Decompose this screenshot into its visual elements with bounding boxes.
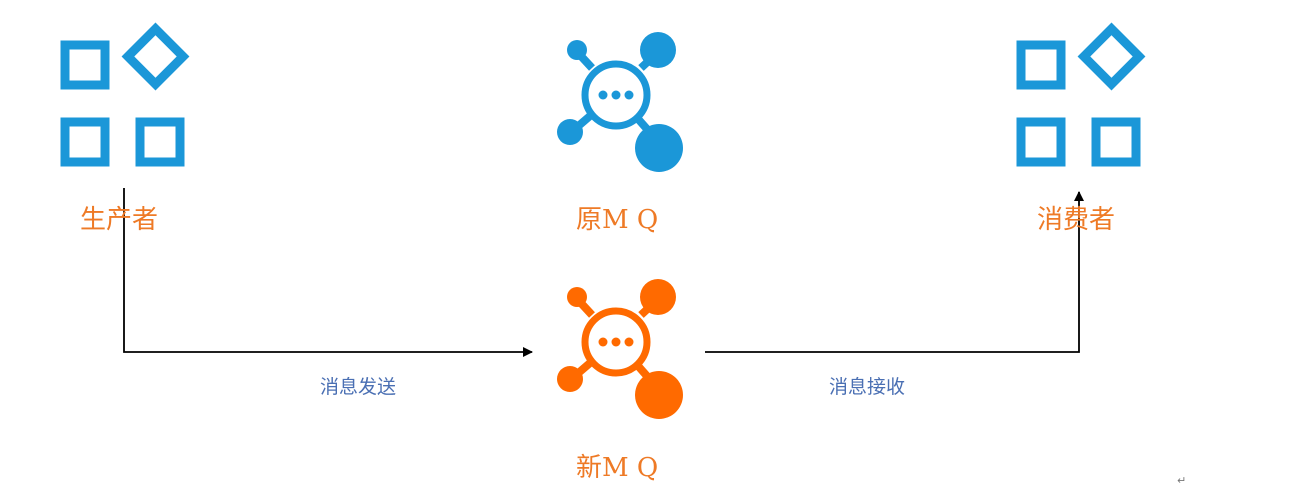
paragraph-mark: ↵ xyxy=(1177,474,1187,487)
send-label: 消息发送 xyxy=(320,376,397,398)
old-mq-label: 原M Q xyxy=(576,205,659,235)
producer-label: 生产者 xyxy=(80,205,159,235)
old-mq-hub-icon xyxy=(557,32,683,172)
send-arrow xyxy=(123,188,533,357)
new-mq-hub-icon xyxy=(557,279,683,419)
receive-label: 消息接收 xyxy=(829,376,906,398)
producer-apps-icon xyxy=(60,22,190,167)
new-mq-label: 新M Q xyxy=(576,453,659,483)
consumer-label: 消费者 xyxy=(1037,205,1116,235)
consumer-apps-icon xyxy=(1016,22,1146,167)
receive-arrow xyxy=(705,191,1084,353)
